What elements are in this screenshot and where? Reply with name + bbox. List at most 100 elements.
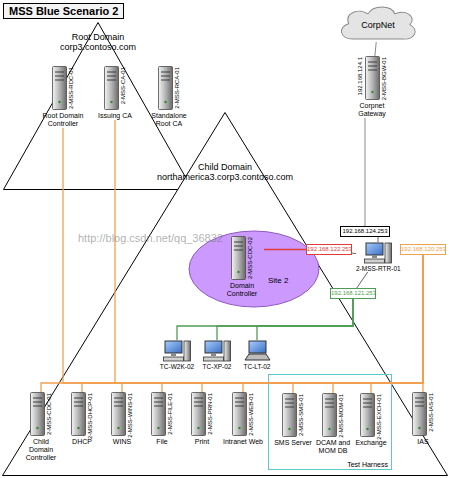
drive-bay <box>114 406 123 407</box>
server-icon <box>322 393 337 437</box>
triangle-outline <box>4 23 193 190</box>
interface-box: 192.168.120.253 <box>400 244 446 255</box>
client-name: TC-W2K-02 <box>158 363 196 370</box>
tower-case <box>184 341 191 361</box>
server-case <box>323 394 337 437</box>
power-led <box>288 428 290 430</box>
drive-bay <box>285 407 294 408</box>
server-case <box>233 393 247 436</box>
keyboard <box>164 357 184 361</box>
power-led <box>371 91 373 93</box>
drive-bay <box>154 398 163 399</box>
server-icon <box>231 236 246 280</box>
server-node: 2-MSS-RCA-01Standalone Root CA <box>146 66 192 128</box>
host-name: 2-MSS-FILE-01 <box>167 393 174 435</box>
drive-bay <box>325 407 334 408</box>
host-name: 2-MSS-MOM-01 <box>338 394 345 438</box>
drive-bay <box>234 250 243 251</box>
host-name: 2-MSS-SMS-01 <box>298 394 305 436</box>
drive-bay <box>285 399 294 400</box>
power-led <box>77 427 79 429</box>
computer-icon <box>203 340 231 362</box>
drive-bay <box>194 398 203 399</box>
role-label: DHCP <box>62 438 102 446</box>
server-node: 2-MSS-WEB-01Intranet Web <box>222 392 264 446</box>
monitor-stand <box>211 353 216 356</box>
drive-bay <box>235 406 244 407</box>
network-name: CorpNet <box>336 20 420 31</box>
drive-bay <box>33 402 42 403</box>
server-node: 2-MSS-DHCP-01DHCP <box>62 392 102 446</box>
server-icon <box>111 392 126 436</box>
power-led <box>117 427 119 429</box>
server-icon <box>191 392 206 436</box>
server-node: 2-MSS-IAS-01IAS <box>400 392 446 446</box>
role-label: File <box>142 438 182 446</box>
server-case <box>366 57 380 100</box>
server-icon <box>151 392 166 436</box>
network-link <box>122 255 423 392</box>
network-link <box>217 299 353 340</box>
tower-case <box>224 341 231 361</box>
laptop-screen <box>249 341 266 353</box>
watermark: http://blog.csdn.net/qq_36832 <box>78 232 223 244</box>
power-led <box>237 271 239 273</box>
triangle-outline <box>3 113 448 476</box>
power-led <box>110 101 112 103</box>
drive-bay <box>161 72 170 73</box>
drive-bay <box>74 398 83 399</box>
power-led <box>164 101 166 103</box>
network-link <box>202 255 423 392</box>
role-label: Child Domain Controller <box>20 438 62 462</box>
role-label: Print <box>182 438 222 446</box>
client-node: TC-LT-02 <box>238 340 276 370</box>
host-name: 2-MSS-BGW-01 <box>381 57 388 100</box>
server-case <box>152 393 166 436</box>
server-case <box>283 394 297 437</box>
server-case <box>361 394 375 437</box>
server-case <box>232 237 246 280</box>
server-icon <box>52 66 67 110</box>
drive-bay <box>55 76 64 77</box>
power-led <box>58 101 60 103</box>
drive-bay <box>33 398 42 399</box>
domain-name: northamerica3.corp3.contoso.com <box>2 172 448 182</box>
computer-icon <box>163 340 191 362</box>
network-link <box>357 272 368 288</box>
drive-bay <box>74 406 83 407</box>
power-led <box>157 427 159 429</box>
role-label: Corpnet Gateway <box>345 102 399 118</box>
server-icon <box>158 66 173 110</box>
host-name: 2-MSS-PRN-01 <box>207 393 214 435</box>
drive-bay <box>415 398 424 399</box>
drive-bay <box>55 72 64 73</box>
test-harness-box: Test Harness2-MSS-SMS-01SMS Server2-MSS-… <box>268 374 392 470</box>
server-node: 192.168.124.12-MSS-BGW-01Corpnet Gateway <box>345 56 399 118</box>
network-link <box>365 118 366 226</box>
drive-bay <box>235 402 244 403</box>
drive-bay <box>107 72 116 73</box>
keyboard <box>204 357 224 361</box>
network-link <box>82 255 423 392</box>
host-name: 2-MSS-CDC-01 <box>46 393 53 435</box>
computer-icon <box>364 242 392 264</box>
router-node: 2-MSS-RTR-01 <box>356 242 400 272</box>
host-name: 2-MSS-WINS-01 <box>127 393 134 438</box>
network-link <box>177 299 353 340</box>
network-link <box>371 255 423 393</box>
power-led <box>366 428 368 430</box>
network-link <box>264 249 306 251</box>
host-name: 2-MSS-WEB-01 <box>248 393 255 436</box>
role-label: Intranet Web <box>222 438 264 446</box>
role-label: Domain Controller <box>220 282 264 298</box>
drive-bay <box>194 402 203 403</box>
server-icon <box>282 393 297 437</box>
drive-bay <box>325 399 334 400</box>
server-node: 2-MSS-PRN-01Print <box>182 392 222 446</box>
laptop-keyboard <box>245 354 270 360</box>
monitor <box>165 341 182 353</box>
drive-bay <box>33 406 42 407</box>
server-case <box>413 393 427 436</box>
host-name: 2-MSS-RDC-01 <box>68 67 75 109</box>
